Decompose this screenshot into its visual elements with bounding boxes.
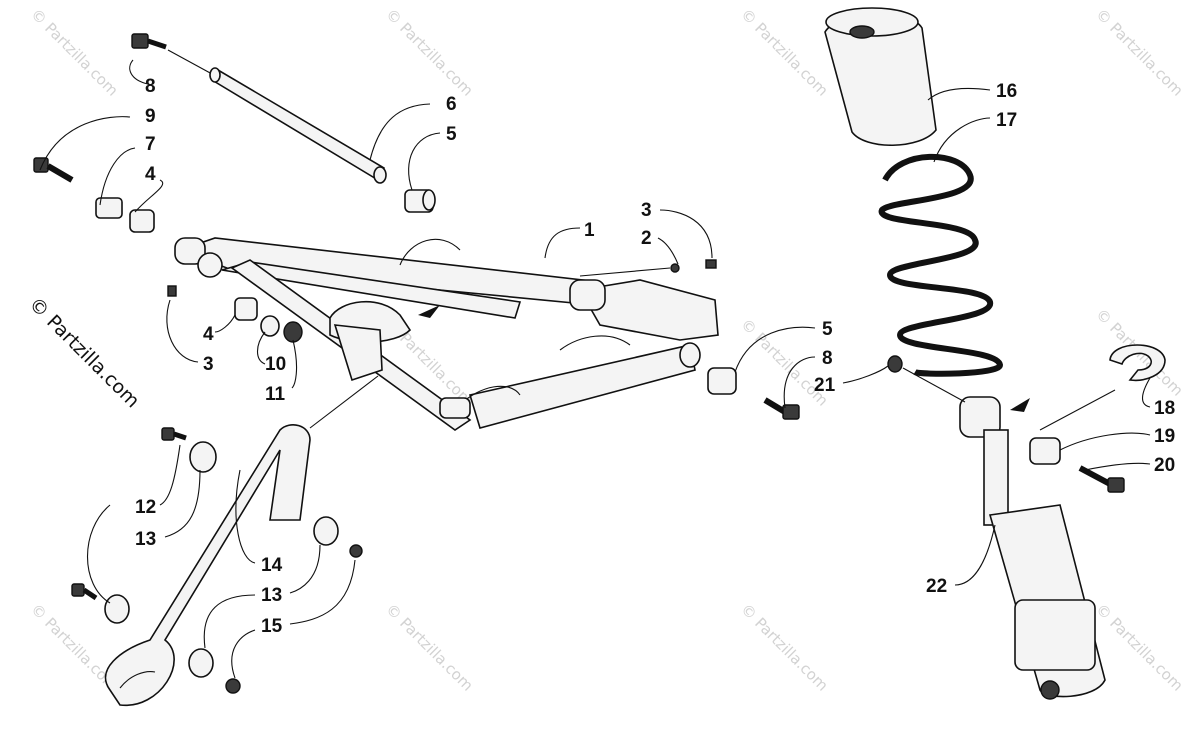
callout-label: 3 bbox=[641, 200, 652, 221]
bolt-8 bbox=[763, 397, 800, 420]
nut-15 bbox=[349, 544, 363, 558]
watermark: © Partzilla.com bbox=[737, 5, 832, 100]
washer-10 bbox=[260, 315, 280, 337]
callout-label: 19 bbox=[1154, 426, 1175, 447]
callout-label: 12 bbox=[135, 497, 156, 518]
callout-label: 21 bbox=[814, 375, 836, 396]
callout-label: 14 bbox=[261, 555, 283, 576]
callout-label: 5 bbox=[446, 124, 457, 145]
shaft-6 bbox=[209, 67, 387, 184]
callout-label: 16 bbox=[996, 81, 1017, 102]
bolt-8 bbox=[131, 33, 167, 50]
callout-label: 8 bbox=[145, 76, 156, 97]
callout-label: 5 bbox=[822, 319, 833, 340]
bolt-9 bbox=[33, 157, 74, 183]
watermark: © Partzilla.com bbox=[1092, 600, 1187, 695]
limiter-strap-assembly bbox=[71, 375, 379, 706]
callout-label: 9 bbox=[145, 106, 156, 127]
callout-label: 3 bbox=[203, 354, 214, 375]
callout-label: 22 bbox=[926, 576, 947, 597]
nut-11 bbox=[283, 321, 303, 343]
nut-15 bbox=[225, 678, 241, 694]
watermark: © Partzilla.com bbox=[382, 5, 477, 100]
callout-label: 15 bbox=[261, 616, 283, 637]
shock-assembly bbox=[824, 7, 1166, 700]
bushing-4 bbox=[129, 209, 155, 233]
washer-13 bbox=[188, 648, 214, 678]
fitting-3 bbox=[705, 259, 717, 269]
assembly-arrow bbox=[418, 305, 440, 318]
nut-21 bbox=[887, 355, 903, 373]
watermark: © Partzilla.com bbox=[27, 5, 122, 100]
callout-label: 13 bbox=[135, 529, 156, 550]
callouts: 8 9 7 4 6 5 1 3 2 4 3 10 11 5 8 21 16 bbox=[39, 59, 1175, 679]
washer-13 bbox=[313, 516, 339, 546]
callout-label: 11 bbox=[265, 384, 286, 405]
callout-label: 4 bbox=[145, 164, 156, 185]
clip-18 bbox=[1109, 344, 1166, 382]
spacer-7 bbox=[95, 197, 123, 219]
callout-label: 2 bbox=[641, 228, 652, 249]
brand-watermark: © Partzilla.com bbox=[24, 293, 143, 412]
spring-17 bbox=[878, 153, 1004, 377]
nut-2 bbox=[670, 263, 680, 273]
shock-arrow bbox=[1010, 398, 1030, 412]
callout-label: 17 bbox=[996, 110, 1017, 131]
bolt-20 bbox=[1078, 465, 1125, 493]
boot-16 bbox=[824, 7, 937, 147]
callout-label: 1 bbox=[584, 220, 595, 241]
callout-label: 13 bbox=[261, 585, 282, 606]
callout-label: 8 bbox=[822, 348, 833, 369]
watermark: © Partzilla.com bbox=[737, 600, 832, 695]
callout-label: 18 bbox=[1154, 398, 1175, 419]
watermark: © Partzilla.com bbox=[382, 600, 477, 695]
washer-13 bbox=[189, 441, 217, 473]
washer-13 bbox=[104, 594, 130, 624]
swing-arm-1 bbox=[174, 237, 719, 431]
fitting-3 bbox=[167, 285, 177, 297]
strap-14 bbox=[104, 424, 311, 706]
swing-arm-assembly bbox=[33, 33, 800, 431]
bolt-12 bbox=[71, 583, 98, 601]
spacer-19 bbox=[1029, 437, 1061, 465]
callout-label: 20 bbox=[1154, 455, 1175, 476]
bushing-5 bbox=[404, 189, 436, 213]
shock-22 bbox=[959, 396, 1106, 700]
callout-label: 6 bbox=[446, 94, 457, 115]
callout-label: 4 bbox=[203, 324, 214, 345]
watermark: © Partzilla.com bbox=[1092, 5, 1187, 100]
bolt-12 bbox=[161, 427, 187, 441]
callout-label: 7 bbox=[145, 134, 156, 155]
bushing-5 bbox=[707, 367, 737, 395]
callout-label: 10 bbox=[265, 354, 286, 375]
bushing-4 bbox=[234, 297, 258, 321]
